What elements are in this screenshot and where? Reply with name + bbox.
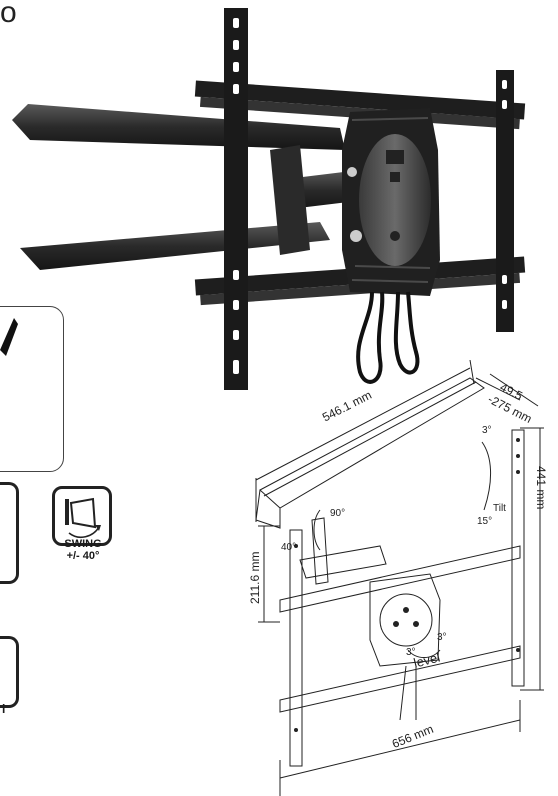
lower-arm xyxy=(20,222,330,270)
joint-arm xyxy=(270,145,310,255)
upper-arm xyxy=(12,104,345,150)
swing-range: +/- 40° xyxy=(66,550,100,562)
rotation-40-label: 40° xyxy=(281,542,297,553)
swing-title: SWING xyxy=(64,538,102,550)
level-left-label: 3° xyxy=(406,647,416,658)
right-vesa-bar xyxy=(496,70,514,332)
top-rail xyxy=(194,80,526,120)
swing-glyph-icon xyxy=(65,497,101,539)
corner-partial-text: o xyxy=(0,0,17,29)
detail-callout xyxy=(0,306,64,472)
pivot-plate xyxy=(359,134,431,266)
tilt-up-label: 3° xyxy=(482,425,492,436)
safety-strap-left xyxy=(356,291,385,384)
level-right-label: 3° xyxy=(437,632,447,643)
dimension-drawing xyxy=(255,360,544,796)
tilt-label: Tilt xyxy=(493,503,506,514)
partial-icon-box-bottom xyxy=(0,636,19,708)
tv-mount-photo xyxy=(12,8,526,390)
partial-icon-box-top xyxy=(0,482,19,584)
rotation-90-label: 90° xyxy=(330,508,346,519)
height-label: 441 mm xyxy=(534,466,548,510)
tilt-down-label: 15° xyxy=(477,516,493,527)
swing-icon xyxy=(52,486,112,546)
callout-detail-mark xyxy=(0,318,18,356)
safety-strap-right xyxy=(393,291,420,375)
plate-height-label: 211.6 mm xyxy=(248,551,262,604)
partial-text: i xyxy=(2,702,6,716)
